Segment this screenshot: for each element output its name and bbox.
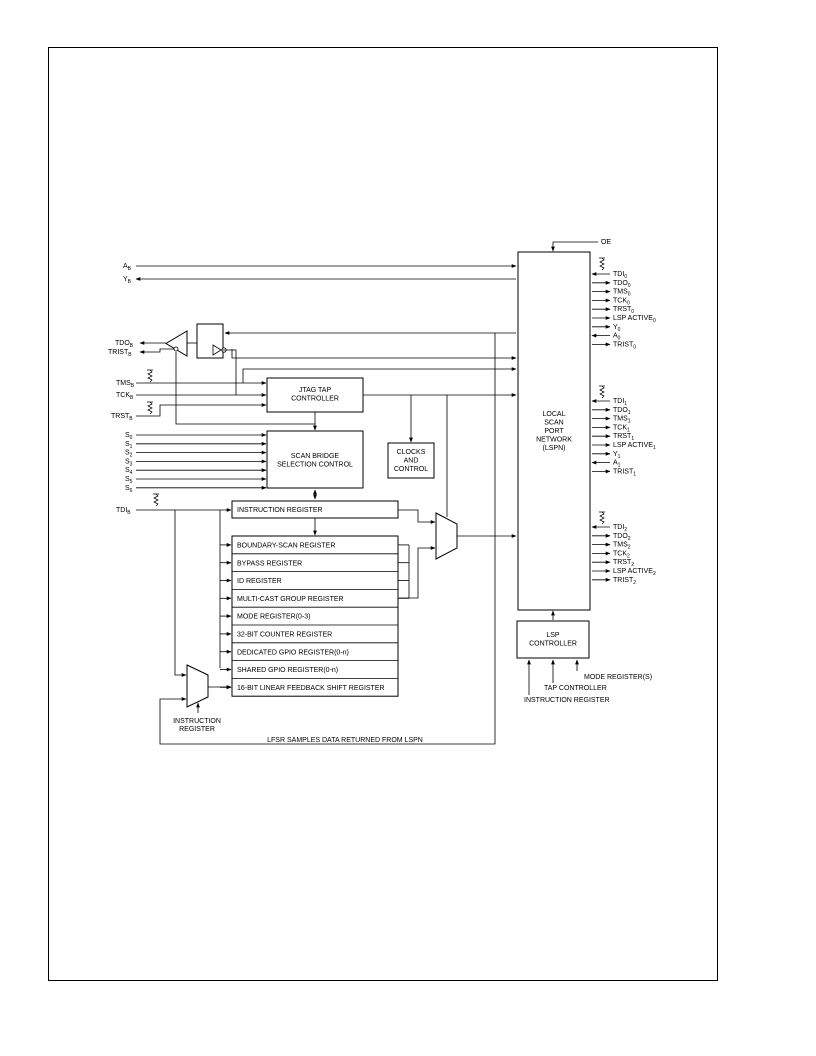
select-signal-s3: S3 — [125, 458, 133, 467]
port-tdi-2: TDI2 — [613, 524, 627, 533]
register-row: 16-BIT LINEAR FEEDBACK SHIFT REGISTER — [237, 685, 385, 692]
mux-select-label-line: REGISTER — [179, 726, 215, 733]
clocks-control-block — [387, 442, 435, 479]
signal-tdo-b: TDOB — [115, 340, 134, 349]
port-tck-0: TCK0 — [613, 297, 630, 306]
lsp-controller-label-line: CONTROLLER — [529, 641, 577, 648]
lsp-controller-block — [516, 620, 590, 659]
select-signal-s4: S4 — [125, 467, 133, 476]
tdo-output-buffer — [165, 330, 188, 357]
port-trist-0: TRIST0 — [613, 341, 636, 350]
register-row: MODE REGISTER(0-3) — [237, 614, 311, 621]
lspn-label-line: PORT — [544, 428, 564, 435]
clocks-control-label-line: AND — [404, 458, 419, 465]
port-tms-2: TMS2 — [613, 542, 631, 551]
lsp-controller-label-line: LSP — [546, 632, 560, 639]
port-y-0: Y0 — [613, 324, 621, 333]
port-tdo-0: TDO0 — [613, 280, 631, 289]
register-row: BOUNDARY-SCAN REGISTER — [237, 543, 335, 550]
signal-tms-b: TMSB — [116, 380, 135, 389]
port-lsp-active-1: LSP ACTIVE1 — [613, 442, 656, 451]
signal-trst-b: TRSTB — [111, 413, 133, 422]
mux-select-label-line: INSTRUCTION — [173, 718, 221, 725]
jtag-tap-controller-label-line: JTAG TAP — [299, 387, 332, 394]
jtag-tap-controller-label-line: CONTROLLER — [291, 396, 339, 403]
port-trist-1: TRIST1 — [613, 468, 636, 477]
register-row: SHARED GPIO REGISTER(0-n) — [237, 667, 338, 674]
wires — [135, 241, 611, 745]
signal-y-b: YB — [123, 276, 132, 285]
clocks-control-label-line: CLOCKS — [397, 449, 426, 456]
port-tdo-1: TDO1 — [613, 407, 631, 416]
jtag-tap-controller-label: JTAG TAP CONTROLLER — [291, 387, 339, 403]
instruction-register-input-label: INSTRUCTION REGISTER — [524, 697, 610, 704]
port-tms-0: TMS0 — [613, 289, 631, 298]
lspn-label-line: NETWORK — [536, 437, 572, 444]
register-row: ID REGISTER — [237, 578, 282, 585]
port-tms-1: TMS1 — [613, 416, 631, 425]
select-signal-s6: S6 — [125, 485, 133, 494]
select-signal-s1: S1 — [125, 441, 133, 450]
port-trst-0: TRST0 — [613, 306, 634, 315]
signal-trist-b: TRISTB — [108, 349, 132, 358]
port-trist-2: TRIST2 — [613, 577, 636, 586]
register-row: MULTI-CAST GROUP REGISTER — [237, 596, 344, 603]
feedback-label: LFSR SAMPLES DATA RETURNED FROM LSPN — [267, 737, 423, 744]
lsp-controller-label: LSP CONTROLLER — [529, 632, 577, 648]
port-a-0: A0 — [613, 333, 621, 342]
flip-flop-block — [196, 323, 224, 359]
register-row: BYPASS REGISTER — [237, 560, 302, 567]
select-signal-s2: S2 — [125, 450, 133, 459]
port-tdi-0: TDI0 — [613, 271, 627, 280]
port-trst-2: TRST2 — [613, 559, 634, 568]
register-instruction: INSTRUCTION REGISTER — [237, 507, 323, 514]
signal-tck-b: TCKB — [116, 392, 134, 401]
ff-clock-triangle — [212, 344, 222, 356]
port-tdi-1: TDI1 — [613, 398, 627, 407]
port-lsp-active-0: LSP ACTIVE0 — [613, 315, 656, 324]
tap-controller-input-label: TAP CONTROLLER — [544, 685, 607, 692]
output-mux — [435, 512, 458, 560]
register-stack-frame — [231, 535, 399, 697]
lspn-label-line: LOCAL — [543, 411, 566, 418]
port-trst-1: TRST1 — [613, 433, 634, 442]
mode-registers-input-label: MODE REGISTER(S) — [584, 674, 652, 681]
port-a-1: A1 — [613, 460, 621, 469]
buffer-enable-bubble — [173, 346, 179, 352]
register-row: 32-BIT COUNTER REGISTER — [237, 632, 332, 639]
select-signal-s0: S0 — [125, 432, 133, 441]
register-row: DEDICATED GPIO REGISTER(0-n) — [237, 649, 349, 656]
select-signal-s5: S5 — [125, 476, 133, 485]
scan-bridge-label: SCAN BRIDGE SELECTION CONTROL — [277, 453, 353, 469]
signal-tdi-b: TDIB — [116, 507, 131, 516]
scan-bridge-label-line: SELECTION CONTROL — [277, 462, 353, 469]
port-tck-2: TCK2 — [613, 550, 630, 559]
scan-bridge-block — [266, 430, 364, 489]
lfsr-input-mux — [186, 664, 209, 708]
lspn-label-line: SCAN — [544, 420, 563, 427]
scan-bridge-label-line: SCAN BRIDGE — [291, 453, 340, 460]
output-enable-label: OE — [601, 239, 611, 246]
port-y-1: Y1 — [613, 451, 621, 460]
port-tdo-2: TDO2 — [613, 533, 631, 542]
port-lsp-active-2: LSP ACTIVE2 — [613, 568, 656, 577]
signal-a-b: AB — [123, 263, 132, 272]
lspn-block — [517, 251, 591, 611]
port-tck-1: TCK1 — [613, 424, 630, 433]
register-stack: INSTRUCTION REGISTER BOUNDARY-SCAN REGIST… — [231, 500, 399, 697]
lspn-label-line: (LSPN) — [543, 445, 566, 452]
page-frame — [48, 47, 718, 981]
clocks-control-label-line: CONTROL — [394, 466, 428, 473]
pull-up-resistors — [147, 257, 605, 525]
